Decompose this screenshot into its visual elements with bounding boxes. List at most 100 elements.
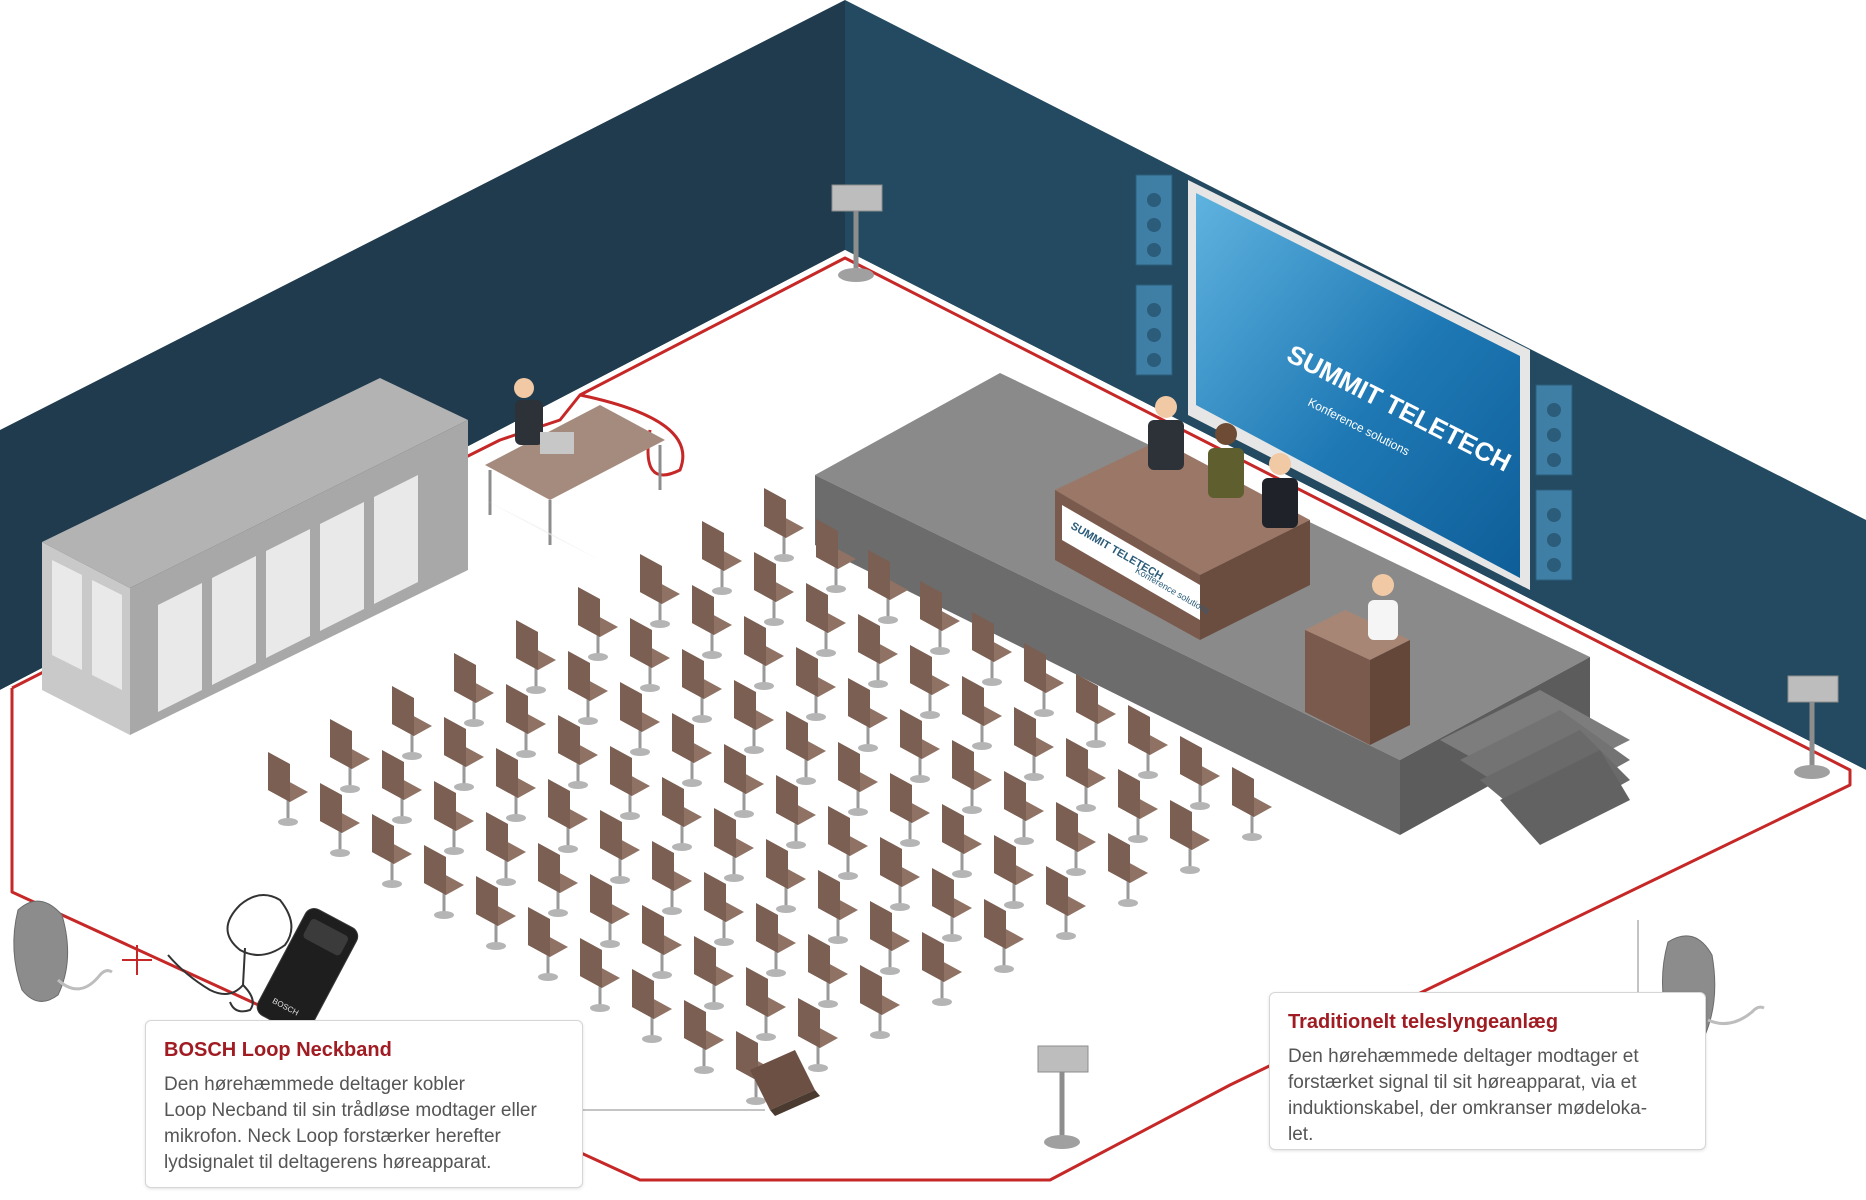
audience-chair <box>1180 736 1220 810</box>
audience-chair <box>392 686 432 760</box>
audience-chair <box>382 750 422 824</box>
audience-chair <box>776 775 816 849</box>
audience-chair <box>652 841 692 915</box>
neckloop-icon <box>167 894 293 1013</box>
audience-chair <box>766 839 806 913</box>
audience-chair <box>1066 738 1106 812</box>
lectern <box>1305 574 1410 745</box>
cable-to-desk <box>579 393 685 477</box>
audience-chair <box>942 804 982 878</box>
audience-chair <box>320 783 360 857</box>
audience-chair <box>806 583 846 657</box>
audience-chair <box>630 618 670 692</box>
audience-chair <box>754 552 794 626</box>
audience-chair <box>620 682 660 756</box>
audience-chairs <box>268 488 1272 1105</box>
audience-chair <box>486 812 526 886</box>
wall-speakers-right <box>1535 384 1573 581</box>
panel-table-side <box>1200 520 1310 640</box>
audience-chair <box>962 676 1002 750</box>
audience-chair <box>662 777 702 851</box>
projection-screen <box>1196 193 1520 578</box>
audience-chair <box>1170 800 1210 874</box>
audience-chair <box>506 684 546 758</box>
audience-chair <box>746 967 786 1041</box>
audience-chair <box>372 814 412 888</box>
audience-chair <box>1108 833 1148 907</box>
audience-chair <box>516 620 556 694</box>
callout-line: mikrofon. Neck Loop forstærker herefter <box>164 1126 501 1147</box>
audience-chair <box>798 998 838 1072</box>
audience-chair <box>268 752 308 826</box>
audience-chair <box>1076 674 1116 748</box>
audience-chair <box>868 550 908 624</box>
audience-chair <box>890 773 930 847</box>
induction-loop-cable <box>10 256 1852 1182</box>
audience-chair <box>672 713 712 787</box>
audience-chair <box>764 488 804 562</box>
audience-chair <box>828 806 868 880</box>
audience-chair <box>796 647 836 721</box>
audience-chair <box>1056 802 1096 876</box>
audience-chair <box>424 845 464 919</box>
interpreter-booth <box>42 378 468 735</box>
laptop-floor <box>750 1050 820 1116</box>
table-banner <box>1062 505 1200 620</box>
audience-chair <box>476 876 516 950</box>
audience-chair <box>870 901 910 975</box>
callout-teleslyngeanlaeg: Traditionelt teleslyngeanlæg Den hørehæm… <box>1269 992 1706 1150</box>
audience-chair <box>600 810 640 884</box>
callout-title: Traditionelt teleslyngeanlæg <box>1288 1011 1559 1033</box>
audience-chair <box>932 868 972 942</box>
audience-chair <box>702 521 742 595</box>
audience-chair <box>994 835 1034 909</box>
speaker-stand-back <box>831 184 883 282</box>
panel-table-top <box>1055 440 1310 575</box>
audience-chair <box>454 653 494 727</box>
audience-chair <box>734 680 774 754</box>
audience-chair <box>816 519 856 593</box>
callout-bosch-loop-neckband: BOSCH Loop Neckband Den hørehæmmede delt… <box>145 1020 583 1188</box>
audience-chair <box>704 872 744 946</box>
callout-line: Den hørehæmmede deltager modtager et <box>1288 1046 1639 1067</box>
audience-chair <box>920 581 960 655</box>
audience-chair <box>860 965 900 1039</box>
audience-chair <box>1014 707 1054 781</box>
audience-chair <box>724 744 764 818</box>
stage-stairs <box>1440 690 1630 845</box>
audience-chair <box>972 612 1012 686</box>
audience-chair <box>1232 767 1272 841</box>
audience-chair <box>496 748 536 822</box>
callout-line: induktionskabel, der omkranser mødeloka- <box>1288 1098 1648 1119</box>
wall-speakers-left <box>1135 174 1173 376</box>
audience-chair <box>580 938 620 1012</box>
audience-chair <box>578 587 618 661</box>
bosch-receiver-device: BOSCH <box>256 908 359 1036</box>
audience-chair <box>330 719 370 793</box>
audience-chair <box>558 715 598 789</box>
callout-line: Den hørehæmmede deltager kobler <box>164 1074 465 1095</box>
audience-chair <box>1046 866 1086 940</box>
audience-chair <box>682 649 722 723</box>
panelist-2 <box>1208 423 1244 498</box>
audience-chair <box>984 899 1024 973</box>
audience-chair <box>632 969 672 1043</box>
audience-chair <box>786 711 826 785</box>
callout-line: lydsignalet til deltagerens høreapparat. <box>164 1152 492 1173</box>
audience-chair <box>848 678 888 752</box>
audience-chair <box>1024 643 1064 717</box>
plus-icon-1 <box>122 945 152 975</box>
panelist-1 <box>1148 396 1184 470</box>
audience-chair <box>610 746 650 820</box>
audience-chair <box>900 709 940 783</box>
audience-chair <box>808 934 848 1008</box>
hearing-aid-icon <box>13 900 113 1002</box>
speaker-stand-front <box>1037 1045 1089 1149</box>
audience-chair <box>714 808 754 882</box>
audience-chair <box>548 779 588 853</box>
audience-chair <box>642 905 682 979</box>
audience-chair <box>838 742 878 816</box>
audience-chair <box>684 1000 724 1074</box>
stage-front <box>815 475 1400 835</box>
